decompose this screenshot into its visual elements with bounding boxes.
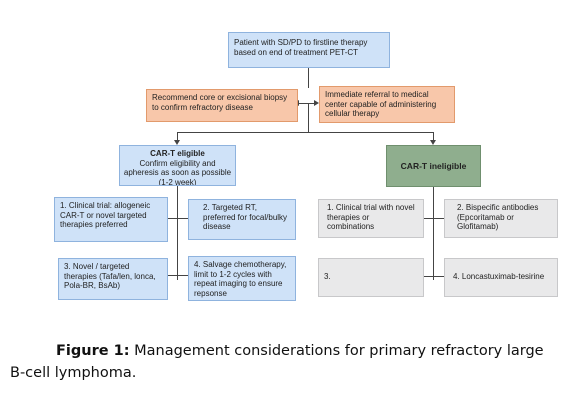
connector [168, 218, 188, 219]
connector [424, 218, 444, 219]
connector [177, 186, 178, 280]
eligible-option-1-text: 1. Clinical trial: allogeneic CAR-T or n… [60, 201, 151, 229]
biopsy-node: Recommend core or excisional biopsy to c… [146, 89, 298, 122]
connector [168, 275, 188, 276]
caption-text-line2: B-cell lymphoma. [10, 365, 137, 381]
connector [177, 132, 178, 143]
ineligible-option-1-text: 1. Clinical trial with novel therapies o… [327, 203, 415, 231]
arrow-head [430, 140, 436, 145]
connector [424, 276, 444, 277]
ineligible-option-3-text: 3. Tafasitmab/lenalidomide [324, 272, 331, 281]
connector [433, 187, 434, 280]
cart-ineligible-node: CAR-T ineligible [386, 145, 481, 187]
ineligible-option-4: 4. Loncastuximab-tesirine [444, 258, 558, 297]
referral-node: Immediate referral to medical center cap… [319, 86, 455, 123]
figure-caption: Figure 1: Management considerations for … [10, 340, 578, 384]
connector [308, 68, 309, 88]
eligible-option-2: 2. Targeted RT, preferred for focal/bulk… [188, 199, 296, 240]
eligible-option-3-text: 3. Novel / targeted therapies (Tafa/len,… [64, 262, 156, 290]
flowchart: Patient with SD/PD to firstline therapy … [54, 32, 558, 301]
referral-text: Immediate referral to medical center cap… [325, 90, 437, 118]
eligible-option-4-text: 4. Salvage chemotherapy, limit to 1-2 cy… [194, 260, 287, 298]
patient-node: Patient with SD/PD to firstline therapy … [228, 32, 390, 68]
ineligible-option-2-text: 2. Bispecific antibodies (Epcoritamab or… [457, 203, 539, 231]
ineligible-option-2: 2. Bispecific antibodies (Epcoritamab or… [444, 199, 558, 238]
eligible-option-3: 3. Novel / targeted therapies (Tafa/len,… [58, 258, 168, 300]
biopsy-text: Recommend core or excisional biopsy to c… [152, 93, 288, 112]
patient-text: Patient with SD/PD to firstline therapy … [234, 38, 368, 57]
cart-eligible-node: CAR-T eligible Confirm eligibility and a… [119, 145, 236, 186]
ineligible-option-3: 3. Tafasitmab/lenalidomide [318, 258, 424, 297]
ineligible-option-4-text: 4. Loncastuximab-tesirine [453, 272, 545, 281]
eligible-option-1: 1. Clinical trial: allogeneic CAR-T or n… [54, 197, 168, 242]
connector [177, 132, 434, 133]
arrow-head [174, 140, 180, 145]
caption-text-line1: Management considerations for primary re… [134, 343, 544, 359]
ineligible-option-1: 1. Clinical trial with novel therapies o… [318, 199, 424, 238]
connector [298, 103, 316, 104]
connector [433, 132, 434, 143]
cart-ineligible-title: CAR-T ineligible [400, 161, 467, 171]
connector [308, 103, 309, 132]
caption-label: Figure 1: [56, 343, 130, 359]
eligible-option-2-text: 2. Targeted RT, preferred for focal/bulk… [203, 203, 288, 231]
cart-eligible-title: CAR-T eligible [150, 149, 205, 158]
arrow-head [314, 100, 319, 106]
cart-eligible-body: Confirm eligibility and apheresis as soo… [123, 158, 232, 186]
eligible-option-4: 4. Salvage chemotherapy, limit to 1-2 cy… [188, 256, 296, 301]
